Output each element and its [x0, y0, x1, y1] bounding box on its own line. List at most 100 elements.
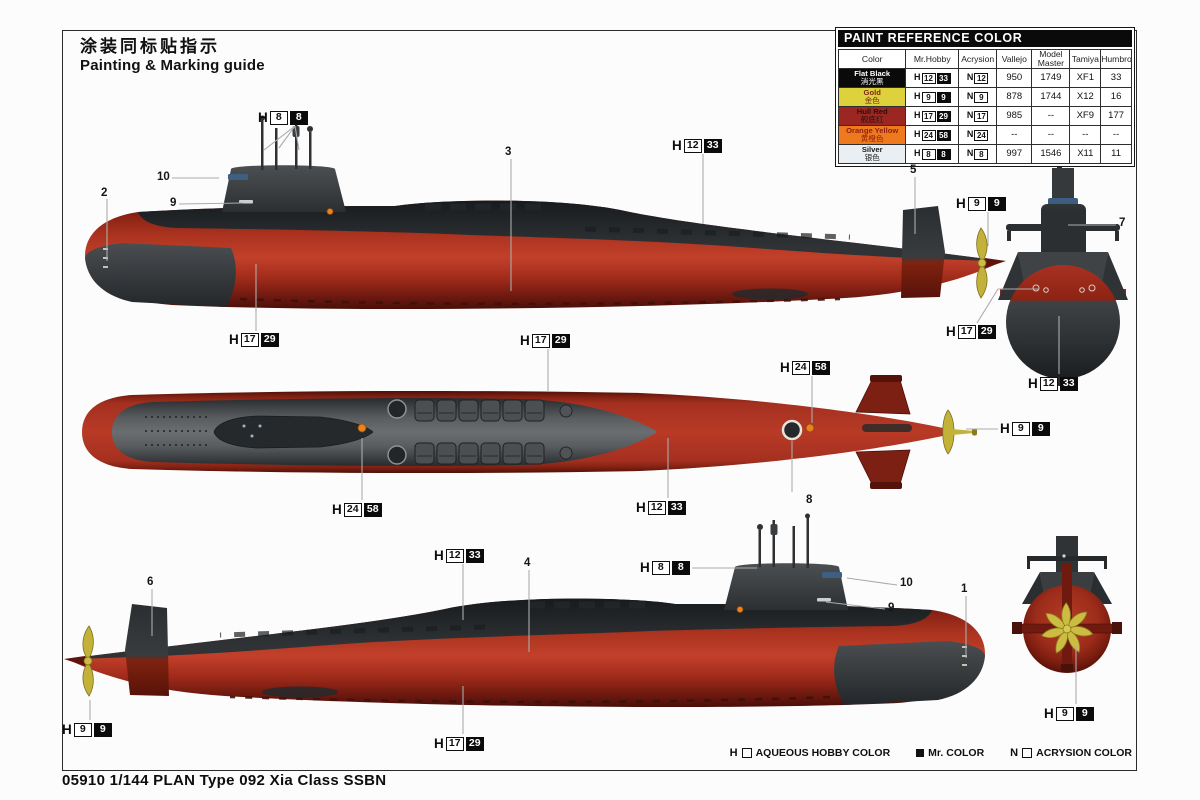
aqueous-number-box: 24 [791, 360, 810, 375]
plan-view [82, 375, 977, 489]
paint-code-cell: 950 [996, 68, 1033, 89]
title-english: Painting & Marking guide [80, 57, 265, 75]
paint-table-column-header: Humbrol [1100, 48, 1132, 70]
legend-mr-color: Mr. COLOR [916, 747, 984, 759]
aqueous-number-box: 9 [967, 196, 986, 211]
hobby-letter: H [1028, 375, 1038, 391]
mr-color-number-box: 29 [260, 332, 279, 347]
aqueous-number-box: 8 [269, 110, 288, 125]
part-number-callout: 4 [524, 557, 531, 569]
paint-table-column-header: Vallejo [996, 48, 1033, 70]
hobby-letter: H [672, 137, 682, 153]
white-box-icon [741, 748, 752, 758]
hobby-letter: H [640, 559, 650, 575]
hobby-letter: H [956, 195, 966, 211]
paint-code-cell: 997 [996, 144, 1033, 165]
paint-code-cell: 33 [1100, 68, 1132, 89]
hobby-letter: H [434, 735, 444, 751]
mr-color-number-box: 33 [667, 500, 686, 515]
legend-acrysion: N ACRYSION COLOR [1010, 747, 1132, 759]
hobby-letter: H [520, 332, 530, 348]
hobby-letter: H [1000, 420, 1010, 436]
leader-lines [89, 125, 1116, 734]
aqueous-number-box: 17 [445, 736, 464, 751]
leader-line [825, 601, 886, 610]
paint-code-cell: 985 [996, 106, 1033, 127]
paint-table-column-header: Tamiya [1069, 48, 1102, 70]
mr-color-number-box: 8 [289, 110, 308, 125]
paint-table-column-header: Color [837, 48, 907, 70]
hobby-letter: H [62, 721, 72, 737]
leader-line [294, 125, 300, 151]
aqueous-number-box: 8 [651, 560, 670, 575]
paint-code-cell: XF1 [1069, 68, 1102, 89]
leader-line [263, 125, 296, 151]
paint-code-cell: X11 [1069, 144, 1102, 165]
legend-aqueous: H AQUEOUS HOBBY COLOR [730, 747, 891, 759]
part-number-callout: 9 [170, 197, 177, 209]
hobby-letter: H [1044, 705, 1054, 721]
leader-line [976, 288, 999, 324]
legend-aqueous-label: AQUEOUS HOBBY COLOR [755, 747, 891, 759]
hobby-letter: H [780, 359, 790, 375]
mr-color-number-box: 9 [93, 722, 112, 737]
paint-code-cell: 1744 [1031, 87, 1071, 108]
part-number-callout: 3 [505, 146, 512, 158]
aqueous-number-box: 17 [531, 333, 550, 348]
paint-table-column-header: Acrysion [958, 48, 998, 70]
aqueous-number-box: 9 [73, 722, 92, 737]
part-number-callout: 10 [157, 171, 170, 183]
leader-line [846, 577, 898, 586]
mr-color-number-box: 33 [703, 138, 722, 153]
paint-code-cell: -- [996, 125, 1033, 146]
hobby-letter: H [258, 109, 268, 125]
paint-code-cell: XF9 [1069, 106, 1102, 127]
part-number-callout: 1 [961, 583, 968, 595]
leader-line [178, 202, 244, 205]
color-system-legend: H AQUEOUS HOBBY COLOR Mr. COLOR N ACRYSI… [700, 747, 1132, 759]
aqueous-number-box: 9 [1055, 706, 1074, 721]
hobby-letter: H [636, 499, 646, 515]
hobby-letter: H [229, 331, 239, 347]
mr-color-number-box: 29 [977, 324, 996, 339]
aqueous-number-box: 17 [957, 324, 976, 339]
part-number-callout: 6 [147, 576, 154, 588]
paint-code-cell: 1749 [1031, 68, 1071, 89]
page-title: 涂装同标贴指示 Painting & Marking guide [80, 36, 265, 76]
mr-color-number-box: 29 [465, 736, 484, 751]
part-number-callout: 10 [900, 577, 913, 589]
aqueous-number-box: 24 [343, 502, 362, 517]
paint-code-cell: 16 [1100, 87, 1132, 108]
mr-color-number-box: 9 [987, 196, 1006, 211]
mr-color-number-box: 9 [1075, 706, 1094, 721]
paint-table-column-header: Model Master [1031, 48, 1071, 70]
legend-aqueous-letter: H [729, 747, 738, 759]
hobby-letter: H [332, 501, 342, 517]
title-chinese: 涂装同标贴指示 [80, 37, 220, 56]
mr-color-number-box: 33 [465, 548, 484, 563]
part-number-callout: 8 [806, 494, 813, 506]
part-number-callout: 5 [910, 164, 917, 176]
